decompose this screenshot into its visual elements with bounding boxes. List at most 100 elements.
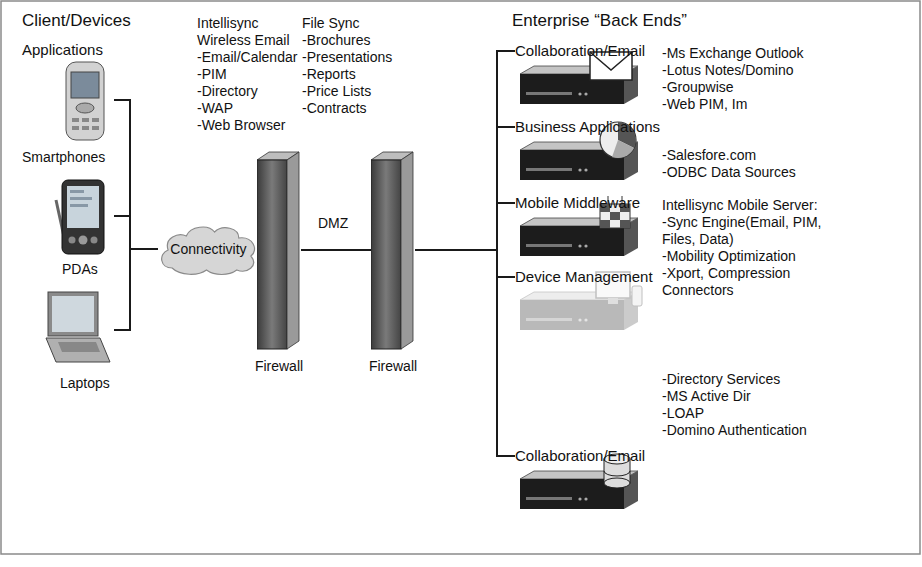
drawing-part: [76, 103, 94, 113]
server-node: Collaboration/Email: [515, 42, 659, 112]
firewall-slab: [371, 150, 415, 350]
drawing-part: [91, 237, 98, 244]
drawing-part: [632, 286, 642, 306]
device-node: Smartphones: [22, 58, 114, 166]
text-label: -LOAP: [662, 404, 704, 422]
drawing-part: [612, 140, 634, 158]
drawing-part: [72, 126, 79, 130]
firewall-slab: [257, 150, 301, 350]
drawing-part: [52, 296, 94, 332]
firewall-part: [257, 160, 287, 349]
server-heading: Business Applications: [515, 118, 669, 135]
text-label: -MS Active Dir: [662, 387, 751, 405]
text-label: -Domino Authentication: [662, 421, 807, 439]
node-label: Connectivity: [170, 241, 246, 258]
drawing-part: [67, 186, 99, 228]
text-label: -Groupwise: [662, 78, 734, 96]
text-label: -Web PIM, Im: [662, 95, 747, 113]
drawing-part: [92, 126, 99, 130]
drawing-part: [48, 292, 98, 336]
text-label: Applications: [22, 40, 103, 59]
text-label: Client/Devices: [22, 10, 131, 31]
text-label: -Directory Services: [662, 370, 780, 388]
drawing-part: [71, 72, 99, 98]
drawing-part: [70, 197, 92, 200]
text-label: -Web Browser: [197, 116, 285, 134]
node-label: Laptops: [60, 375, 110, 392]
text-label: -Reports: [302, 65, 356, 83]
text-label: -Contracts: [302, 99, 367, 117]
drawing-part: [58, 342, 100, 352]
node-label: PDAs: [62, 261, 98, 278]
text-label: -Lotus Notes/Domino: [662, 61, 794, 79]
drawing-part: [70, 190, 84, 193]
device-node: PDAs: [22, 172, 114, 278]
drawing-part: [69, 237, 76, 244]
drawing-part: [82, 126, 89, 130]
drawing-part: [610, 212, 620, 220]
text-label: -WAP: [197, 99, 233, 117]
pda-icon: [56, 180, 104, 254]
connector: [415, 51, 515, 250]
text-label: -Directory: [197, 82, 258, 100]
text-label: -Xport, Compression: [662, 264, 790, 282]
server-node: Device Management: [515, 268, 659, 338]
cloud-shape: [162, 227, 255, 274]
drawing-part: [600, 220, 610, 228]
text-label: -ODBC Data Sources: [662, 163, 796, 181]
server-heading: Device Management: [515, 268, 659, 285]
text-label: Intellisync Mobile Server:: [662, 196, 818, 214]
smartphone-icon: [66, 62, 104, 140]
text-label: DMZ: [318, 214, 348, 232]
server-node: Business Applications: [515, 118, 669, 188]
connector: [415, 127, 515, 250]
drawing-part: [66, 62, 104, 140]
text-label: -Email/Calendar: [197, 48, 297, 66]
text-label: -Brochures: [302, 31, 370, 49]
drawing-part: [79, 236, 88, 245]
text-label: Enterprise “Back Ends”: [512, 10, 687, 31]
laptop-icon: [46, 292, 110, 362]
drawing-part: [62, 180, 104, 254]
drawing-part: [604, 471, 630, 476]
server-node: Mobile Middleware: [515, 194, 659, 264]
text-label: Wireless Email: [197, 31, 290, 49]
drawing-part: [608, 298, 618, 304]
drawing-part: [72, 118, 79, 122]
firewall: Firewall: [248, 150, 310, 375]
text-label: File Sync: [302, 14, 360, 32]
text-label: -Price Lists: [302, 82, 371, 100]
drawing-part: [620, 220, 630, 228]
text-label: Intellisync: [197, 14, 258, 32]
drawing-part: [70, 204, 88, 207]
server-heading: Collaboration/Email: [515, 447, 659, 464]
node-label: Firewall: [248, 358, 310, 375]
device-node: Laptops: [22, 288, 114, 392]
drawing-part: [604, 478, 630, 488]
text-label: -Ms Exchange Outlook: [662, 44, 804, 62]
connector: [114, 249, 158, 330]
server-heading: Mobile Middleware: [515, 194, 659, 211]
network-cloud: Connectivity: [158, 222, 259, 276]
text-label: Connectors: [662, 281, 734, 299]
text-label: -Salesfore.com: [662, 146, 756, 164]
connector: [114, 216, 158, 249]
text-label: -PIM: [197, 65, 227, 83]
firewall-part: [401, 152, 413, 349]
server-node: Collaboration/Email: [515, 447, 659, 517]
firewall-part: [371, 160, 401, 349]
connector: [301, 249, 371, 251]
connector: [415, 250, 515, 277]
server-heading: Collaboration/Email: [515, 42, 659, 59]
text-label: -Sync Engine(Email, PIM,: [662, 213, 822, 231]
drawing-part: [92, 118, 99, 122]
firewall: Firewall: [362, 150, 424, 375]
text-label: -Presentations: [302, 48, 392, 66]
connector: [114, 100, 158, 249]
connector: [415, 250, 515, 456]
connector: [415, 203, 515, 250]
text-label: Files, Data): [662, 230, 734, 248]
